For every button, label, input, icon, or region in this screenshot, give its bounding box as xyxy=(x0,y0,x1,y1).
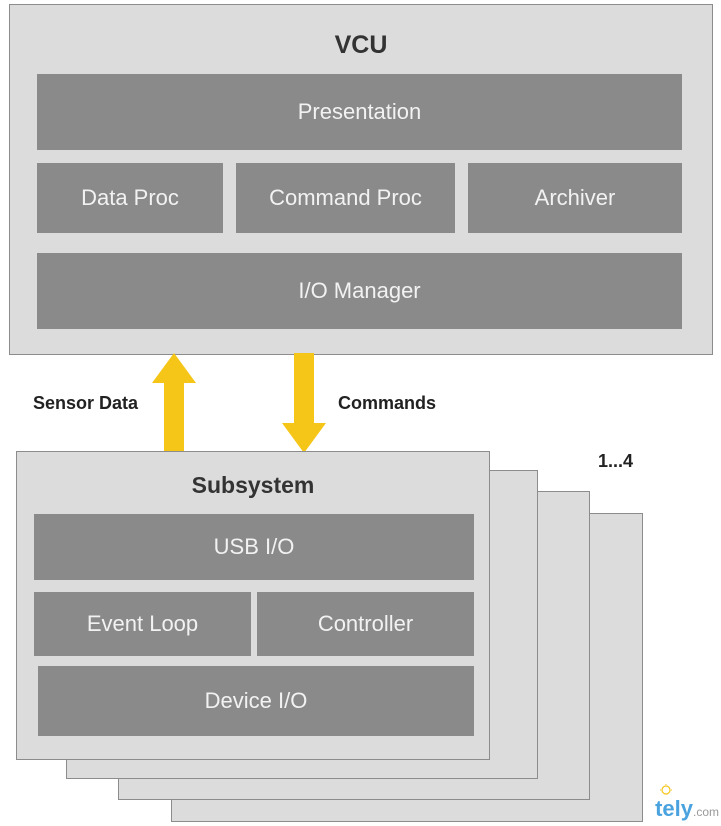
subsystem-title: Subsystem xyxy=(191,472,315,498)
event-loop-block: Event Loop xyxy=(34,592,251,656)
commands-label: Commands xyxy=(338,393,437,413)
command-proc-block: Command Proc xyxy=(236,163,455,233)
archiver-block: Archiver xyxy=(468,163,682,233)
io-manager-block: I/O Manager xyxy=(37,253,682,329)
presentation-block: Presentation xyxy=(37,74,682,150)
subsystem-panel: Subsystem USB I/O Event Loop Controller … xyxy=(16,451,490,760)
data-proc-block: Data Proc xyxy=(37,163,223,233)
vcu-panel: VCU Presentation Data Proc Command Proc … xyxy=(9,4,713,355)
lightbulb-icon xyxy=(660,784,672,795)
multiplicity-label: 1...4 xyxy=(598,451,634,471)
watermark-text: tely xyxy=(655,796,693,821)
usb-io-block: USB I/O xyxy=(34,514,474,580)
watermark-suffix: .com xyxy=(692,805,719,819)
sensor-data-arrow-up-icon xyxy=(152,353,196,453)
sensor-data-label: Sensor Data xyxy=(33,393,139,413)
controller-block: Controller xyxy=(257,592,474,656)
vcu-title: VCU xyxy=(334,31,388,59)
watermark-logo: tely.com xyxy=(655,796,719,822)
commands-arrow-down-icon xyxy=(282,353,326,453)
device-io-block: Device I/O xyxy=(38,666,474,736)
